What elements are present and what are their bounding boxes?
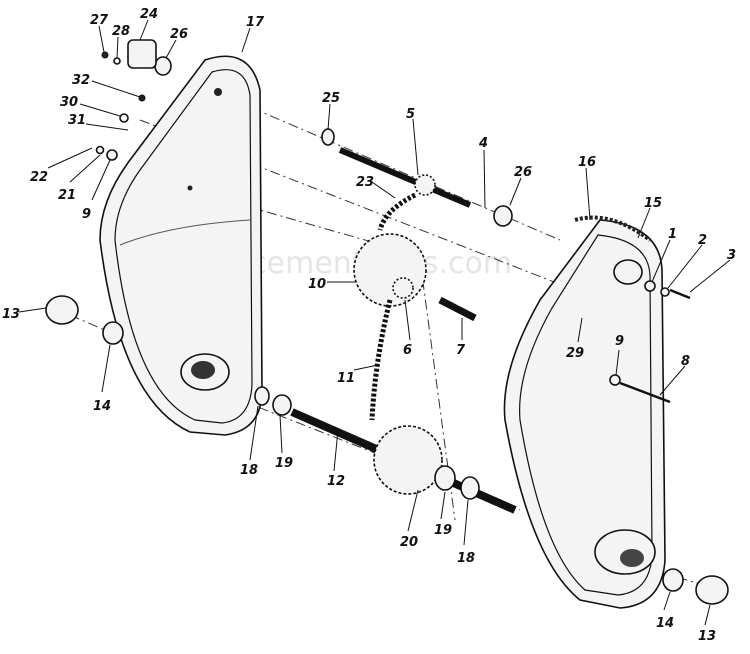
callout-4: 4 — [478, 136, 488, 151]
callout-18-right: 18 — [457, 551, 475, 566]
callout-9-right: 9 — [615, 334, 624, 349]
callout-11: 11 — [337, 371, 355, 386]
leader-lines — [18, 19, 731, 626]
callout-31: 31 — [68, 113, 86, 128]
callout-13-right: 13 — [698, 629, 716, 644]
callout-29: 29 — [566, 346, 584, 361]
callout-labels: 27 28 24 26 17 32 30 31 22 21 9 25 5 4 2… — [2, 7, 736, 644]
callout-30: 30 — [60, 95, 78, 110]
callout-16: 16 — [578, 155, 596, 170]
callout-19-left: 19 — [275, 456, 293, 471]
callout-21: 21 — [58, 188, 76, 203]
callout-26-right: 26 — [514, 165, 532, 180]
callout-10: 10 — [308, 277, 326, 292]
callout-25: 25 — [322, 91, 340, 106]
callout-5: 5 — [406, 107, 415, 122]
callout-24: 24 — [140, 7, 158, 22]
callout-23: 23 — [356, 175, 374, 190]
callout-17: 17 — [246, 15, 265, 30]
callout-2: 2 — [698, 233, 707, 248]
callout-26-left: 26 — [170, 27, 188, 42]
callout-12: 12 — [327, 474, 345, 489]
callout-3: 3 — [727, 248, 736, 263]
drive-components — [45, 39, 729, 605]
left-chain-case — [99, 55, 263, 436]
callout-9-left: 9 — [82, 207, 91, 222]
callout-18-left: 18 — [240, 463, 258, 478]
callout-28: 28 — [112, 24, 130, 39]
callout-19-right: 19 — [434, 523, 452, 538]
callout-6: 6 — [403, 343, 412, 358]
callout-27: 27 — [90, 13, 109, 28]
callout-32: 32 — [72, 73, 90, 88]
callout-8: 8 — [681, 354, 690, 369]
callout-22: 22 — [30, 170, 48, 185]
callout-7: 7 — [456, 343, 466, 358]
callout-20: 20 — [400, 535, 418, 550]
callout-14-right: 14 — [656, 616, 674, 631]
right-chain-case — [503, 215, 666, 609]
callout-1: 1 — [668, 227, 677, 242]
callout-14-left: 14 — [93, 399, 111, 414]
callout-15: 15 — [644, 196, 662, 211]
callout-13-left: 13 — [2, 307, 20, 322]
